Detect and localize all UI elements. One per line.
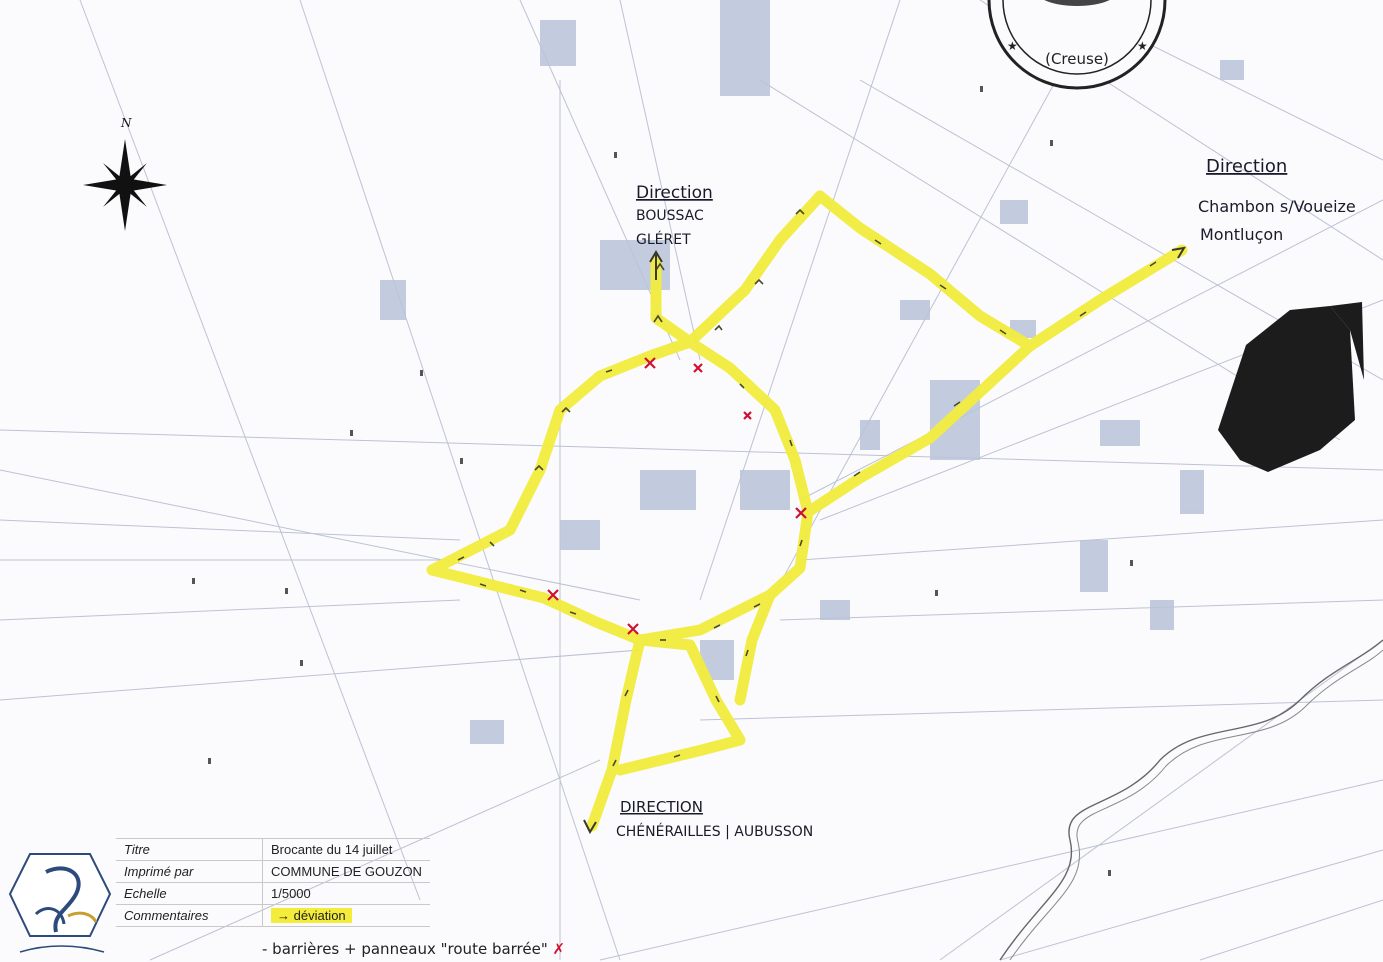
direction-north-line3: GLÉRET [636, 231, 691, 248]
direction-north-line2: BOUSSAC [636, 208, 704, 224]
legend-value: → déviation [262, 904, 430, 927]
direction-north-line1: Direction [636, 183, 713, 203]
route-arrows [457, 208, 1157, 767]
legend-row-printed-by: Imprimé par COMMUNE DE GOUZON [116, 860, 430, 883]
legend-value: 1/5000 [262, 882, 430, 905]
compass-rose-icon [83, 139, 167, 231]
deviation-swatch: → déviation [271, 908, 352, 923]
barrier-note: - barrières + panneaux "route barrée" ✗ [262, 940, 565, 958]
direction-east-line2: Chambon s/Voueize [1198, 197, 1356, 216]
legend-key: Titre [116, 838, 263, 861]
map-legend: Titre Brocante du 14 juillet Imprimé par… [0, 838, 760, 962]
barrier-markers [547, 357, 807, 635]
barrier-note-text: - barrières + panneaux "route barrée" [262, 940, 548, 958]
north-label: N [120, 116, 132, 130]
barrier-cross-icon: ✗ [552, 940, 566, 958]
legend-key: Echelle [116, 882, 263, 905]
legend-table: Titre Brocante du 14 juillet Imprimé par… [116, 838, 430, 927]
legend-value: COMMUNE DE GOUZON [262, 860, 430, 883]
legend-key: Commentaires [116, 904, 263, 927]
direction-east-line1: Direction [1206, 156, 1287, 177]
direction-south: DIRECTION CHÉNÉRAILLES | AUBUSSON [616, 798, 813, 840]
direction-east-line3: Montluçon [1200, 225, 1283, 244]
deviation-route [426, 190, 1188, 832]
legend-key: Imprimé par [116, 860, 263, 883]
direction-south-line1: DIRECTION [620, 798, 703, 816]
map-specks [192, 86, 1133, 876]
municipal-stamp: (Creuse) ★ ★ [987, 0, 1167, 90]
river [999, 639, 1383, 961]
svg-text:★: ★ [1137, 39, 1148, 53]
exit-arrowheads [583, 246, 1186, 835]
dark-parcel [1218, 302, 1364, 472]
building-blocks [380, 0, 1244, 744]
direction-south-line2: CHÉNÉRAILLES | AUBUSSON [616, 823, 813, 840]
river-bank [1009, 649, 1383, 961]
gouzon-logo [8, 853, 112, 953]
legend-row-title: Titre Brocante du 14 juillet [116, 838, 430, 861]
legend-row-scale: Echelle 1/5000 [116, 882, 430, 905]
stamp-text: (Creuse) [1045, 50, 1109, 68]
direction-east: Direction Chambon s/Voueize Montluçon [1198, 156, 1356, 244]
legend-row-comments: Commentaires → déviation [116, 904, 430, 927]
direction-north: Direction BOUSSAC GLÉRET [636, 183, 713, 248]
legend-value: Brocante du 14 juillet [262, 838, 430, 861]
svg-text:★: ★ [1007, 39, 1018, 53]
